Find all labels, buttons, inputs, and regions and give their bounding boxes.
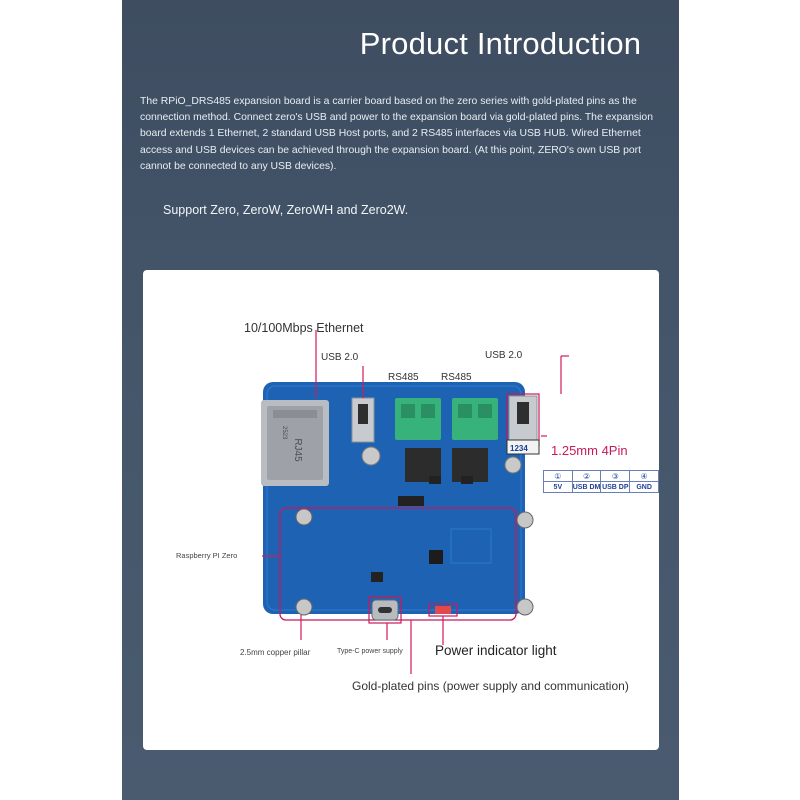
rj45-jack: RJ45 2523 (261, 400, 329, 486)
pin-number: ① (543, 470, 573, 482)
support-text: Support Zero, ZeroW, ZeroWH and Zero2W. (163, 203, 409, 217)
pin-name: GND (629, 481, 659, 493)
label-power-led: Power indicator light (435, 643, 557, 658)
usb-left-port (351, 397, 375, 443)
label-rs485-b: RS485 (441, 372, 472, 383)
pinout-name-row: 5V USB DM USB DP GND (543, 481, 659, 493)
rj45-code: 2523 (281, 426, 287, 440)
header-numbers: 1234 (510, 444, 528, 453)
pin-name: USB DP (600, 481, 631, 493)
chip (398, 496, 424, 506)
rs485-terminal-a (395, 398, 441, 482)
mount-screw (516, 598, 534, 616)
chip (429, 550, 443, 564)
chip (371, 572, 383, 582)
chip (429, 476, 441, 484)
label-usb-left: USB 2.0 (321, 352, 359, 363)
raspberry-outline (279, 507, 517, 621)
label-rs485-a: RS485 (388, 372, 419, 383)
board-illustration: RJ45 2523 (261, 330, 569, 674)
pin-name: 5V (543, 481, 573, 493)
mount-screw (295, 508, 313, 526)
capacitor (504, 456, 522, 474)
rj45-silkscreen: RJ45 (292, 438, 303, 462)
usb-right-port (506, 393, 540, 447)
chip (461, 476, 473, 484)
pin-number: ② (571, 470, 602, 482)
pin-header: 1234 (506, 439, 540, 455)
pin-name: USB DM (571, 481, 602, 493)
rs485-terminal-b (452, 398, 498, 482)
pin-number: ③ (600, 470, 631, 482)
pinout-number-row: ① ② ③ ④ (543, 470, 659, 482)
pinout-table: ① ② ③ ④ 5V USB DM USB DP GND (543, 470, 659, 493)
diagram-card: RJ45 2523 (143, 270, 659, 750)
capacitor (361, 446, 381, 466)
mount-screw (516, 511, 534, 529)
intro-paragraph: The RPiO_DRS485 expansion board is a car… (140, 96, 653, 172)
label-pin-header: 1.25mm 4Pin (551, 443, 628, 458)
label-usb-right: USB 2.0 (485, 350, 523, 361)
label-gold-pins: Gold-plated pins (power supply and commu… (352, 679, 629, 693)
power-led (435, 606, 451, 614)
label-pillar: 2.5mm copper pillar (240, 648, 311, 657)
label-raspberry: Raspberry PI Zero (176, 551, 238, 560)
typec-port (368, 596, 402, 624)
product-panel: Product Introduction The RPiO_DRS485 exp… (122, 0, 679, 800)
pin-number: ④ (629, 470, 659, 482)
mount-screw (295, 598, 313, 616)
label-typec: Type-C power supply (337, 648, 403, 655)
label-ethernet: 10/100Mbps Ethernet (244, 321, 364, 335)
chip (450, 528, 492, 564)
page-title: Product Introduction (359, 26, 642, 61)
